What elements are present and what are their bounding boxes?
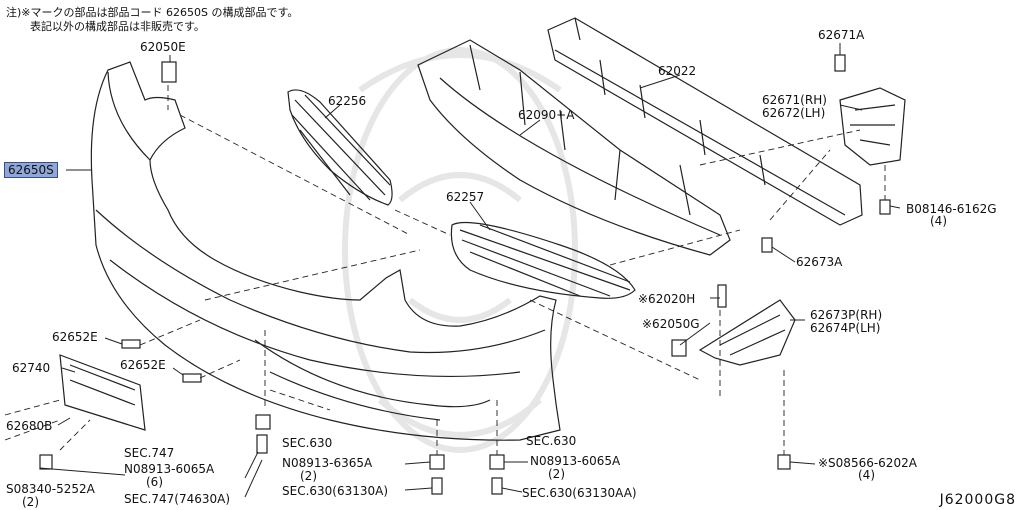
nut-sec747 — [255, 414, 271, 430]
label-62090A[interactable]: 62090+A — [518, 108, 575, 122]
label-08566-6202A[interactable]: ※S08566-6202A — [818, 456, 917, 470]
label-08913-6065A-a[interactable]: N08913-6065A — [124, 462, 215, 476]
lower-side-bracket — [698, 299, 796, 366]
qty-08913-6365A: (2) — [300, 469, 317, 483]
rivet-62020H — [717, 284, 727, 308]
pin-62652E-1 — [121, 339, 141, 349]
lower-grille — [450, 221, 636, 299]
bolt-08340 — [39, 454, 53, 470]
leader-lines — [39, 43, 901, 498]
label-62674P-LH[interactable]: 62674P(LH) — [810, 321, 881, 335]
label-62680B[interactable]: 62680B — [6, 419, 53, 433]
label-62673A[interactable]: 62673A — [796, 255, 843, 269]
pin-62652E-2 — [182, 373, 202, 383]
clip-62050E — [161, 61, 177, 83]
bolt-sec747 — [256, 434, 268, 454]
label-08913-6065A-c[interactable]: N08913-6065A — [530, 454, 621, 468]
footnote-line-1: 注)※マークの部品は部品コード 62650S の構成部品です。 — [6, 6, 299, 19]
label-62673P-RH[interactable]: 62673P(RH) — [810, 308, 883, 322]
label-62671RH[interactable]: 62671(RH) — [762, 93, 827, 107]
qty-08913-6065A-a: (6) — [146, 475, 163, 489]
label-62740[interactable]: 62740 — [12, 361, 51, 375]
label-62652E-lower[interactable]: 62652E — [120, 358, 166, 372]
qty-08340-5252A: (2) — [22, 495, 39, 509]
label-62022[interactable]: 62022 — [658, 64, 697, 78]
bumper-fascia — [90, 61, 561, 441]
nut-sec630a — [429, 454, 445, 470]
qty-08913-6065A-c: (2) — [548, 467, 565, 481]
label-sec630-c[interactable]: SEC.630 — [526, 434, 577, 448]
label-62671A[interactable]: 62671A — [818, 28, 865, 42]
label-62652E-upper[interactable]: 62652E — [52, 330, 98, 344]
guide-lines — [4, 85, 886, 455]
label-62020H[interactable]: ※62020H — [638, 292, 696, 306]
clip-62050G — [671, 339, 687, 357]
screw-08566 — [777, 454, 791, 470]
label-sec630-63130AA[interactable]: SEC.630(63130AA) — [522, 486, 637, 500]
bolt-62671A — [834, 54, 846, 72]
footnote-line-2: 表記以外の構成部品は非販売です。 — [30, 20, 205, 33]
side-bracket — [839, 87, 906, 166]
label-62672LH[interactable]: 62672(LH) — [762, 106, 826, 120]
bolt-08146 — [879, 199, 891, 215]
label-sec747-74630A[interactable]: SEC.747(74630A) — [124, 492, 231, 506]
label-08913-6365A[interactable]: N08913-6365A — [282, 456, 373, 470]
diagram-code: J62000G8 — [939, 492, 1016, 508]
parts-outlines — [39, 17, 906, 495]
nut-sec630b — [489, 454, 505, 470]
label-62050G[interactable]: ※62050G — [642, 317, 700, 331]
bolt-62673A — [761, 237, 773, 253]
label-sec630-63130A[interactable]: SEC.630(63130A) — [282, 484, 389, 498]
label-62257[interactable]: 62257 — [446, 190, 485, 204]
label-sec747-a[interactable]: SEC.747 — [124, 446, 175, 460]
label-62050E[interactable]: 62050E — [140, 40, 186, 54]
bolt-sec630a — [431, 477, 443, 495]
label-62256[interactable]: 62256 — [328, 94, 367, 108]
label-08340-5252A[interactable]: S08340-5252A — [6, 482, 95, 496]
qty-08146: (4) — [930, 214, 947, 228]
license-plate-bracket — [59, 354, 146, 431]
energy-absorber — [417, 39, 731, 256]
bolt-sec630b — [491, 477, 503, 495]
label-sec630-a[interactable]: SEC.630 — [282, 436, 333, 450]
label-62650S-highlighted[interactable]: 62650S — [4, 162, 58, 178]
qty-08566-6202A: (4) — [858, 468, 875, 482]
label-08146-6162G[interactable]: B08146-6162G — [906, 202, 997, 216]
bumper-reinforcement — [547, 17, 863, 226]
upper-grille — [287, 89, 393, 206]
